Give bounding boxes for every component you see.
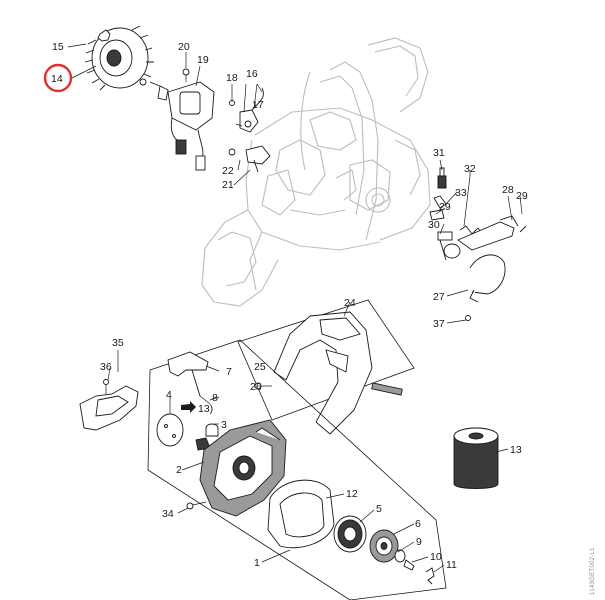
label-part-6: 6 xyxy=(415,518,421,530)
label-part-16: 16 xyxy=(246,68,258,80)
label-part-9: 9 xyxy=(416,536,422,548)
label-part-29-right: 29 xyxy=(516,190,528,202)
label-part-24: 24 xyxy=(344,297,356,309)
label-part-14: 14 xyxy=(51,73,63,85)
fan-housing-group xyxy=(237,299,415,435)
tensioner-bracket-part xyxy=(465,254,506,321)
label-part-32: 32 xyxy=(464,163,476,175)
starter-assembly-group xyxy=(147,339,447,600)
flywheel-part xyxy=(84,25,154,91)
label-part-8: 8 xyxy=(212,392,218,404)
label-part-3: 3 xyxy=(221,419,227,431)
label-part-28: 28 xyxy=(502,184,514,196)
label-part-35: 35 xyxy=(112,337,124,349)
label-part-37: 37 xyxy=(433,318,445,330)
label-part-26: 26 xyxy=(250,381,262,393)
label-part-13: 13 xyxy=(510,444,522,456)
label-part-2: 2 xyxy=(176,464,182,476)
label-part-20: 20 xyxy=(178,41,190,53)
label-part-25: 25 xyxy=(254,361,266,373)
label-part-17: 17 xyxy=(252,99,264,111)
label-part-29-left: 29 xyxy=(439,201,451,213)
label-part-18: 18 xyxy=(226,72,238,84)
label-part-21: 21 xyxy=(222,179,234,191)
label-part-11: 11 xyxy=(446,559,457,571)
label-part-1: 1 xyxy=(254,557,260,569)
label-part-10: 10 xyxy=(430,551,442,563)
starter-rope-spool xyxy=(453,427,499,489)
label-part-15: 15 xyxy=(52,41,64,53)
highlight-ring-part-14 xyxy=(43,63,73,93)
short-circuit-wire-part xyxy=(229,87,264,133)
label-part-7: 7 xyxy=(226,366,232,378)
label-part-4: 4 xyxy=(166,389,172,401)
control-lever-part xyxy=(228,145,271,173)
drawing-reference-code: 1143GET002-L1 xyxy=(590,547,596,595)
label-part-12: 12 xyxy=(346,488,358,500)
oil-pump-spring-part xyxy=(457,215,527,251)
label-part-31: 31 xyxy=(433,147,445,159)
label-part-19: 19 xyxy=(197,54,209,66)
ignition-module-part xyxy=(139,68,215,171)
label-part-30: 30 xyxy=(428,219,440,231)
label-part-36: 36 xyxy=(100,361,112,373)
label-part-34: 34 xyxy=(162,508,174,520)
handle-bracket-group xyxy=(79,379,139,431)
label-part-27: 27 xyxy=(433,291,445,303)
label-part-22: 22 xyxy=(222,165,234,177)
chainsaw-body-outline xyxy=(201,37,431,307)
leader-lines xyxy=(67,43,523,573)
chain-tensioner-part xyxy=(429,167,461,261)
label-part-33: 33 xyxy=(455,187,467,199)
part-number-labels: 15 14 20 19 18 16 17 22 21 31 32 33 28 2… xyxy=(51,41,528,571)
reference-arrow-icon xyxy=(181,401,196,413)
label-part-5: 5 xyxy=(376,503,382,515)
label-part-13-ref: 13) xyxy=(198,403,213,415)
